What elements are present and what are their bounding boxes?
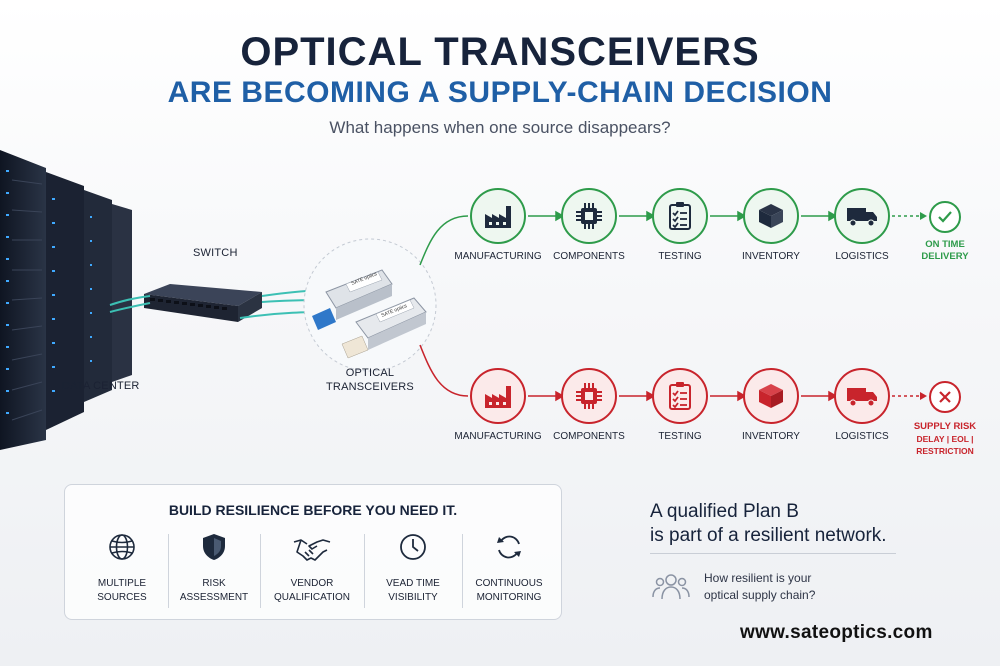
feature-label-line2: ASSESSMENT (179, 592, 249, 603)
divider (650, 553, 896, 554)
box-icon (743, 368, 799, 424)
step-label-inventory: INVENTORY (742, 431, 800, 442)
factory-icon (470, 368, 526, 424)
step-label-logistics: LOGISTICS (835, 431, 889, 442)
outcome-risk-line2: DELAY | EOL | RESTRICTION (916, 434, 974, 456)
chip-icon (561, 368, 617, 424)
divider (168, 534, 169, 608)
step-label-components: COMPONENTS (553, 251, 625, 262)
plan-b-statement: A qualified Plan B is part of a resilien… (650, 500, 887, 548)
step-label-inventory: INVENTORY (742, 251, 800, 262)
feature-label-line2: MONITORING (476, 592, 542, 603)
feature-multiple-sources: MULTIPLE SOURCES (80, 532, 164, 612)
outcome-risk-line1: SUPPLY RISK (913, 421, 977, 432)
step-label-manufacturing: MANUFACTURING (454, 431, 542, 442)
page-title: OPTICAL TRANSCEIVERS (240, 30, 760, 74)
step-label-components: COMPONENTS (553, 431, 625, 442)
divider (260, 534, 261, 608)
feature-lead-time-visibility: VEAD TIME VISIBILITY (368, 532, 458, 612)
feature-label-line1: MULTIPLE (97, 578, 147, 589)
transceivers-label-line2: TRANSCEIVERS (326, 381, 414, 393)
question-line2: optical supply chain? (704, 588, 816, 602)
feature-label-line2: QUALIFICATION (274, 592, 350, 603)
handshake-icon (293, 539, 331, 561)
globe-icon (109, 534, 135, 560)
server-rack-image (0, 150, 132, 450)
step-label-testing: TESTING (658, 251, 702, 262)
transceiver-module-blue (312, 269, 393, 330)
feature-label-line2: SOURCES (97, 592, 147, 603)
plan-b-line2: is part of a resilient network. (650, 525, 887, 546)
on-time-delivery-label: ON TIME DELIVERY (905, 239, 985, 263)
website-link[interactable]: www.sateoptics.com (740, 622, 933, 643)
question-line1: How resilient is your (704, 571, 812, 585)
chip-icon (561, 188, 617, 244)
divider (462, 534, 463, 608)
plan-b-line1: A qualified Plan B (650, 501, 799, 522)
checklist-icon (652, 368, 708, 424)
resilience-title: BUILD RESILIENCE BEFORE YOU NEED IT. (168, 502, 458, 518)
step-label-logistics: LOGISTICS (835, 251, 889, 262)
x-circle-icon (929, 381, 961, 413)
feature-label-line1: VENDOR (290, 578, 334, 589)
transceivers-label: OPTICAL TRANSCEIVERS (316, 366, 424, 394)
box-icon (743, 188, 799, 244)
refresh-icon (497, 535, 521, 559)
divider (364, 534, 365, 608)
feature-risk-assessment: RISK ASSESSMENT (172, 532, 256, 612)
supply-risk-label: SUPPLY RISK DELAY | EOL | RESTRICTION (892, 421, 998, 457)
feature-label-line1: RISK (202, 578, 226, 589)
people-icon (652, 574, 690, 600)
feature-label-line1: CONTINUOUS (475, 578, 543, 589)
step-label-manufacturing: MANUFACTURING (454, 251, 542, 262)
switch-label: SWITCH (193, 247, 238, 259)
resilience-panel (64, 484, 562, 620)
outcome-good-line1: ON TIME (925, 239, 965, 250)
factory-icon (470, 188, 526, 244)
network-switch-image (144, 284, 262, 322)
clock-icon (400, 534, 426, 560)
truck-icon (834, 188, 890, 244)
outcome-good-line2: DELIVERY (921, 251, 969, 262)
transceivers-label-line1: OPTICAL (345, 367, 395, 379)
resilience-question: How resilient is your optical supply cha… (704, 570, 815, 604)
truck-icon (834, 368, 890, 424)
feature-vendor-qualification: VENDOR QUALIFICATION (264, 532, 360, 612)
checklist-icon (652, 188, 708, 244)
feature-label-line2: VISIBILITY (388, 592, 438, 603)
transceiver-module-white (341, 297, 427, 359)
feature-label-line1: VEAD TIME (386, 578, 440, 589)
data-center-label: DATA CENTER (62, 380, 140, 392)
page-title-line2: ARE BECOMING A SUPPLY-CHAIN DECISION (167, 76, 833, 109)
step-label-testing: TESTING (658, 431, 702, 442)
shield-icon (203, 534, 225, 560)
check-circle-icon (929, 201, 961, 233)
feature-continuous-monitoring: CONTINUOUS MONITORING (466, 532, 552, 612)
page-subtitle: What happens when one source disappears? (329, 118, 671, 137)
